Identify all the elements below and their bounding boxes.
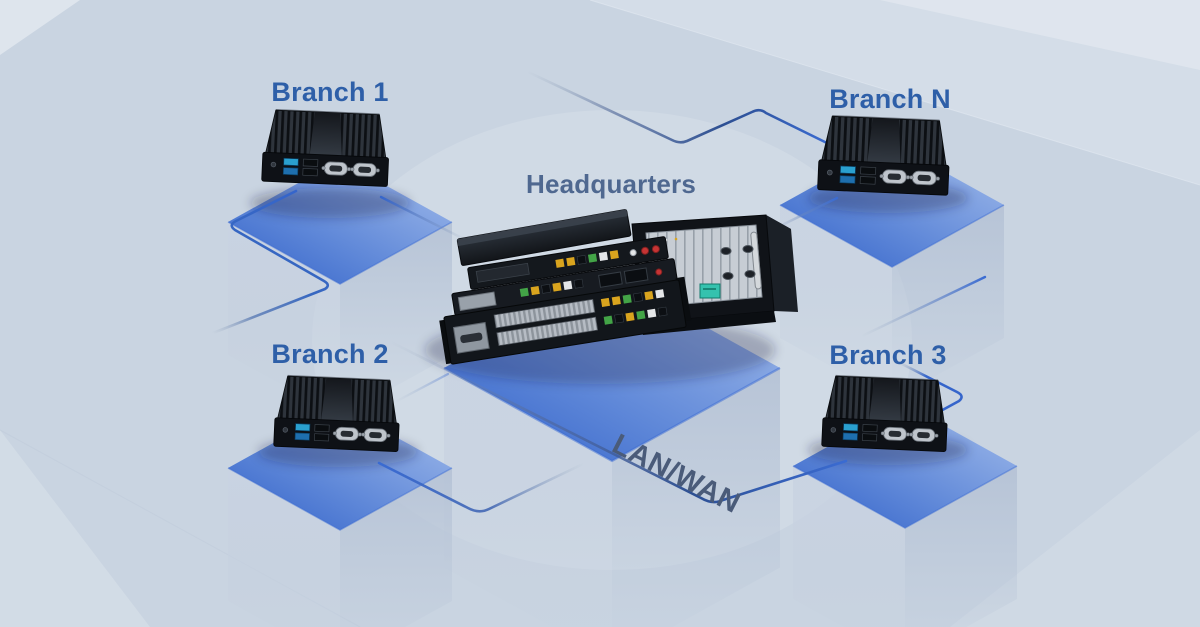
connection-line-hq-left — [393, 372, 450, 404]
node-label-branch-3: Branch 3 — [829, 340, 947, 370]
mini-pc-branch-1 — [261, 108, 391, 187]
hq-appliance-2u — [439, 276, 692, 365]
node-label-branch-2: Branch 2 — [271, 339, 389, 369]
mini-pc-branch-n — [817, 114, 952, 196]
connection-line-branch1-left — [211, 189, 330, 335]
mini-pc-branch-2 — [273, 374, 402, 453]
mini-pc-branch-3 — [821, 374, 950, 453]
connection-line-branch1-hq — [379, 195, 470, 243]
node-label-branch-n: Branch N — [829, 84, 951, 114]
node-label-headquarters: Headquarters — [525, 169, 697, 199]
hq-appliance-mid1 — [467, 236, 669, 290]
connection-line-branch2-hq — [377, 461, 585, 513]
node-label-branch-1: Branch 1 — [271, 77, 389, 107]
connection-lines — [211, 70, 987, 513]
connection-line-branchn-branch3 — [860, 275, 987, 338]
hq-appliance-top — [456, 209, 632, 266]
lcd-screen — [699, 283, 721, 299]
connection-line-top-branchn — [526, 70, 831, 146]
headquarters-equipment — [439, 209, 798, 365]
hq-appliance-mid2 — [451, 258, 678, 316]
connection-line-branch3-hook — [900, 362, 963, 415]
connection-line-lanwan — [389, 340, 848, 504]
connection-line-branchn-hq — [776, 196, 839, 229]
